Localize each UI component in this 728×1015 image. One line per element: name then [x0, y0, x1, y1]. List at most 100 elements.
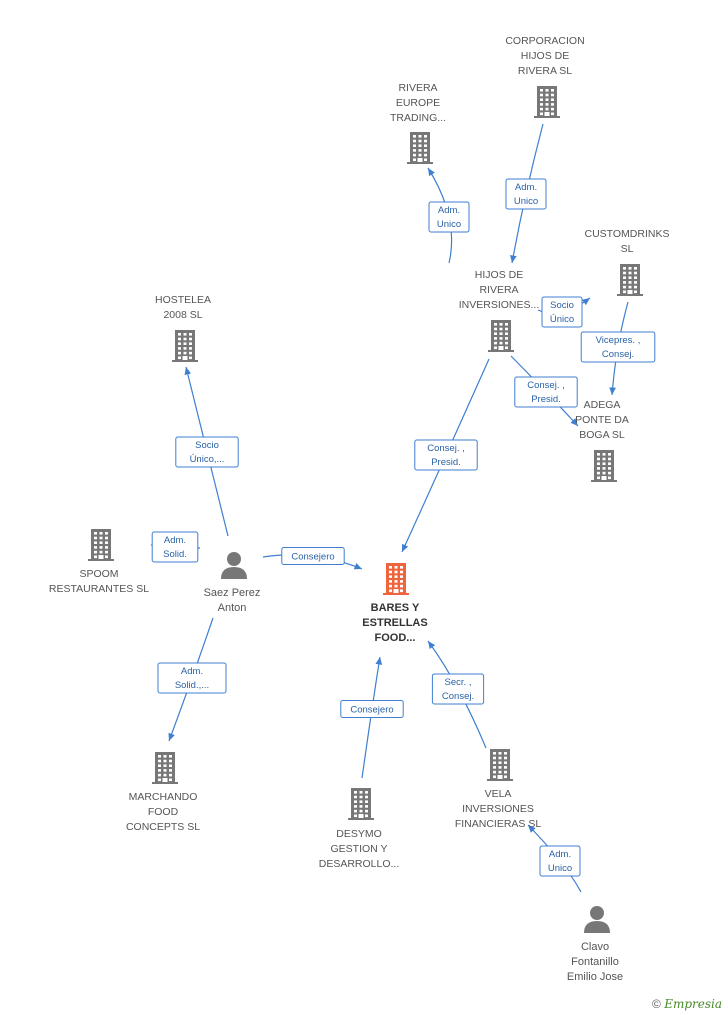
- building-icon-window: [365, 805, 368, 808]
- building-icon-base: [152, 782, 178, 784]
- building-icon-window: [413, 139, 416, 143]
- edge-label-text: Consejero: [291, 552, 334, 563]
- building-icon-window: [389, 580, 392, 583]
- building-icon-window: [634, 276, 637, 279]
- building-icon-window: [498, 761, 502, 764]
- edge-label-text: Socio: [195, 440, 219, 451]
- edge-label-text: Vicepres. ,: [596, 335, 641, 346]
- building-icon-window: [623, 267, 626, 270]
- node-hijos-rivera-inv[interactable]: HIJOS DERIVERAINVERSIONES...: [459, 269, 540, 352]
- building-icon-window: [354, 791, 357, 794]
- node-label-line: INVERSIONES...: [459, 299, 540, 311]
- building-icon-window: [99, 532, 103, 535]
- node-label-line: FOOD: [148, 806, 179, 818]
- building-icon-window: [551, 103, 554, 106]
- edge-label-text: Secr. ,: [445, 677, 472, 688]
- building-icon-window: [498, 752, 502, 755]
- building-icon-window: [551, 98, 554, 101]
- building-icon-window: [608, 462, 611, 465]
- building-icon-window: [178, 351, 181, 355]
- building-icon-window: [608, 457, 611, 461]
- edge-label-text: Unico: [548, 863, 572, 874]
- building-icon-window: [608, 471, 611, 475]
- building-icon-window: [400, 566, 403, 569]
- building-icon-window: [418, 139, 422, 143]
- node-label-line: VELA: [485, 788, 512, 800]
- building-icon-window: [94, 536, 97, 540]
- building-icon-window: [413, 153, 416, 157]
- footer-brand[interactable]: © Empresia: [652, 997, 722, 1011]
- building-icon-window: [493, 766, 496, 769]
- building-icon-door: [358, 814, 364, 818]
- edge-clavo-to-vela[interactable]: Adm.Unico: [527, 824, 582, 893]
- building-icon-window: [499, 327, 503, 331]
- edge-customdrinks-to-adega[interactable]: Vicepres. ,Consej.: [580, 301, 656, 396]
- edge-label-box: [414, 439, 478, 471]
- edge-corporacion-to-hijos-rivera-inv[interactable]: Adm.Unico: [505, 123, 547, 264]
- building-icon-door: [497, 775, 503, 779]
- person-icon-body: [221, 567, 247, 579]
- building-icon-window: [359, 809, 363, 813]
- building-icon-window: [602, 462, 606, 465]
- building-icon-window: [189, 333, 192, 336]
- building-icon-window: [418, 144, 422, 147]
- edge-label-text: Adm.: [181, 666, 203, 677]
- building-icon-window: [499, 332, 503, 335]
- edge-label-box: [505, 178, 547, 210]
- node-label-line: HIJOS DE: [475, 269, 523, 281]
- edge-hijos-rivera-inv-to-rivera-europe[interactable]: Adm.Unico: [427, 167, 470, 264]
- building-icon-window: [105, 550, 108, 554]
- building-icon-window: [628, 267, 632, 270]
- node-label-line: FINANCIERAS SL: [455, 818, 542, 830]
- node-rivera-europe[interactable]: RIVERAEUROPETRADING...: [390, 82, 446, 164]
- edge-label-box: [428, 201, 470, 233]
- building-icon-door: [544, 112, 550, 116]
- edge-hijos-rivera-inv-to-adega[interactable]: Consej. ,Presid.: [510, 355, 579, 427]
- edge-label-box: [340, 700, 404, 718]
- edge-hijos-rivera-inv-to-bares[interactable]: Consej. ,Presid.: [401, 358, 490, 553]
- edge-saez-to-marchando[interactable]: Adm.Solid.,...: [157, 617, 227, 742]
- building-icon-window: [163, 764, 167, 767]
- edge-saez-to-spoom[interactable]: Adm.Solid.: [150, 531, 201, 563]
- node-bares[interactable]: BARES YESTRELLASFOOD...: [362, 563, 428, 644]
- building-icon-window: [354, 814, 357, 818]
- edge-label-box: [281, 547, 345, 565]
- building-icon-window: [505, 332, 508, 335]
- building-icon-window: [545, 93, 549, 97]
- building-icon-window: [634, 271, 637, 275]
- edge-label-text: Consejero: [350, 705, 393, 716]
- building-icon-base: [617, 294, 643, 296]
- building-icon-base: [534, 116, 560, 118]
- building-icon-window: [400, 570, 403, 574]
- edge-label-text: Adm.: [164, 535, 186, 546]
- building-icon-window: [623, 285, 626, 289]
- building-icon-window: [623, 281, 626, 284]
- edge-saez-to-hostelea[interactable]: SocioÚnico,...: [175, 366, 239, 537]
- building-icon: [88, 529, 114, 561]
- node-label-line: PONTE DA: [575, 414, 629, 426]
- building-icon-window: [540, 107, 543, 111]
- edge-vela-to-bares[interactable]: Secr. ,Consej.: [427, 640, 487, 749]
- edge-label-text: Consej. ,: [527, 380, 565, 391]
- building-icon-window: [418, 149, 422, 152]
- edge-label-text: Consej. ,: [427, 443, 465, 454]
- building-icon-window: [545, 107, 549, 111]
- building-icon-door: [417, 158, 423, 162]
- building-icon-base: [348, 818, 374, 820]
- edge-desymo-to-bares[interactable]: Consejero: [340, 656, 404, 779]
- node-label-line: GESTION Y: [331, 843, 388, 855]
- building-icon-window: [499, 337, 503, 340]
- edge-saez-to-bares[interactable]: Consejero: [262, 547, 363, 570]
- building-icon-window: [94, 546, 97, 549]
